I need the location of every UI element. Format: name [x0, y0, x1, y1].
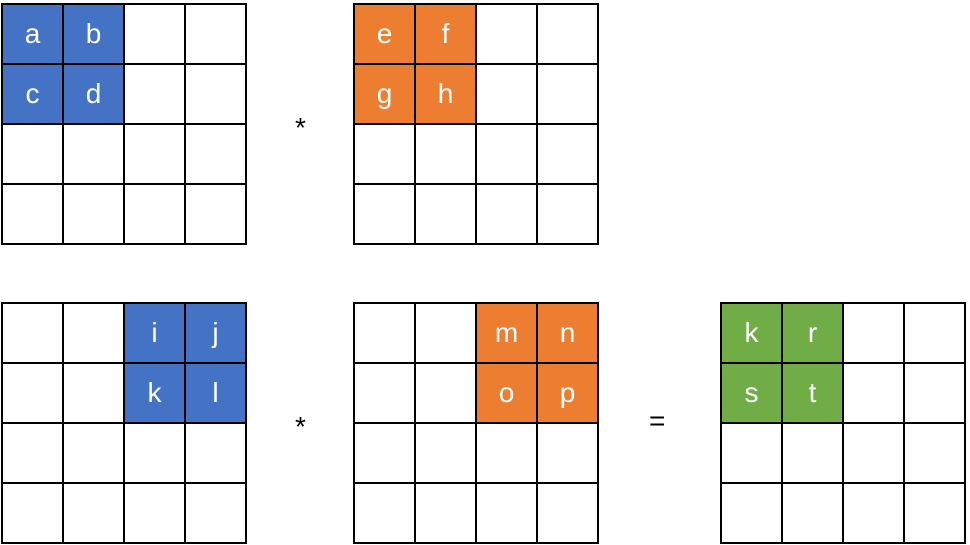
- matrix-cell: [477, 424, 538, 484]
- matrix-cell: [477, 65, 538, 125]
- matrix-cell: [186, 424, 247, 484]
- matrix-cell: c: [3, 65, 64, 125]
- matrix-cell: [186, 125, 247, 185]
- matrix-cell: [722, 424, 783, 484]
- matrix-cell: [64, 484, 125, 544]
- matrix-cell: [64, 364, 125, 424]
- matrix-cell: [905, 424, 966, 484]
- matrix-cell: m: [477, 304, 538, 364]
- matrix-cell: [186, 5, 247, 65]
- matrix-cell: [64, 424, 125, 484]
- matrix-cell: [355, 185, 416, 245]
- matrix-cell: [64, 304, 125, 364]
- matrix-cell: i: [125, 304, 186, 364]
- matrix-cell: [477, 185, 538, 245]
- matrix-cell: b: [64, 5, 125, 65]
- matrix-cell: [186, 65, 247, 125]
- matrix-cell: [538, 424, 599, 484]
- matrix-cell: o: [477, 364, 538, 424]
- matrix-cell: [3, 424, 64, 484]
- matrix-cell: [186, 484, 247, 544]
- matrix-cell: [125, 125, 186, 185]
- matrix-cell: [355, 484, 416, 544]
- multiply-operator-top: *: [295, 112, 306, 143]
- matrix-cell: [3, 364, 64, 424]
- matrix-cell: [844, 424, 905, 484]
- matrix-cell: [3, 484, 64, 544]
- equals-operator: =: [649, 405, 666, 436]
- matrix-cell: [538, 65, 599, 125]
- matrix-cell: g: [355, 65, 416, 125]
- matrix-cell: [355, 424, 416, 484]
- matrix-cell: [783, 424, 844, 484]
- matrix-cell: [125, 484, 186, 544]
- matrix-cell: k: [722, 304, 783, 364]
- matrix-cell: [64, 185, 125, 245]
- matrix-cell: [3, 304, 64, 364]
- matrix-cell: [538, 125, 599, 185]
- matrix-cell: [416, 424, 477, 484]
- matrix-cell: [3, 125, 64, 185]
- matrix-cell: d: [64, 65, 125, 125]
- matrix-cell: [538, 484, 599, 544]
- matrix-cell: e: [355, 5, 416, 65]
- matrix-cell: [125, 185, 186, 245]
- matrix-cell: r: [783, 304, 844, 364]
- matrix-cell: [844, 364, 905, 424]
- matrix-cell: [844, 484, 905, 544]
- matrix-cell: [905, 484, 966, 544]
- matrix-cell: [416, 185, 477, 245]
- matrix-cell: [64, 125, 125, 185]
- matrix-cell: [125, 65, 186, 125]
- matrix-cell: [844, 304, 905, 364]
- matrix-cell: [783, 484, 844, 544]
- matrix-cell: h: [416, 65, 477, 125]
- matrix-cell: [477, 484, 538, 544]
- matrix-cell: k: [125, 364, 186, 424]
- matrix-cell: s: [722, 364, 783, 424]
- matrix-cell: [538, 5, 599, 65]
- matrix-cell: [905, 304, 966, 364]
- matrix-cell: [355, 304, 416, 364]
- matrix-cell: [477, 5, 538, 65]
- matrix-cell: [416, 364, 477, 424]
- matrix-cell: p: [538, 364, 599, 424]
- matrix-cell: [3, 185, 64, 245]
- matrix-cell: [186, 185, 247, 245]
- matrix-cell: [477, 125, 538, 185]
- matrix-cell: a: [3, 5, 64, 65]
- multiply-operator-bottom: *: [295, 411, 306, 442]
- matrix-cell: [905, 364, 966, 424]
- matrix-cell: l: [186, 364, 247, 424]
- matrix-cell: j: [186, 304, 247, 364]
- matrix-cell: t: [783, 364, 844, 424]
- matrix-cell: f: [416, 5, 477, 65]
- matrix-cell: [416, 484, 477, 544]
- matrix-cell: [355, 125, 416, 185]
- matrix-cell: [416, 304, 477, 364]
- matrix-cell: [538, 185, 599, 245]
- matrix-cell: [355, 364, 416, 424]
- matrix-cell: [722, 484, 783, 544]
- matrix-cell: [125, 424, 186, 484]
- matrix-cell: [125, 5, 186, 65]
- matrix-cell: [416, 125, 477, 185]
- matrix-cell: n: [538, 304, 599, 364]
